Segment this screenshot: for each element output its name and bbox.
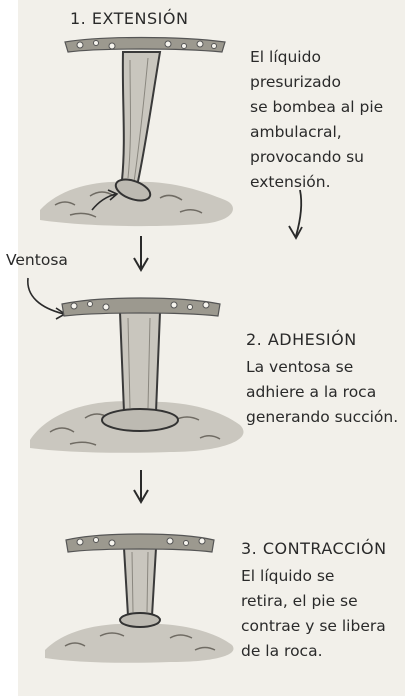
step2-description: La ventosa se adhiere a la roca generand…	[246, 358, 399, 426]
step2-body-surface	[61, 297, 221, 317]
step1-description: El líquido presurizado se bombea al pie …	[250, 48, 384, 191]
step1-flow-arrow	[295, 189, 303, 237]
step3-tube-shading	[131, 551, 149, 613]
step2-illustration	[30, 297, 244, 453]
arrow-step2-to-step3	[133, 470, 149, 504]
step1-tube-shading	[127, 57, 149, 183]
arrow-step1-to-step2	[133, 236, 149, 272]
step1-title: 1. EXTENSIÓN	[70, 9, 189, 28]
step1-sucker	[114, 178, 152, 202]
step2-sucker	[101, 408, 179, 432]
step1-tube-foot	[120, 51, 162, 188]
step2-rock-texture	[49, 413, 221, 446]
paper-background	[18, 0, 405, 696]
step1-sucker-arrow	[91, 193, 117, 211]
ventosa-callout-line	[27, 277, 65, 315]
step3-rock-texture	[64, 632, 216, 651]
step3-sucker	[119, 612, 161, 628]
step2-title: 2. ADHESIÓN	[246, 330, 357, 349]
step1-rock-texture	[54, 191, 203, 218]
step2-tube-foot	[118, 311, 162, 413]
step3-illustration	[45, 533, 234, 663]
step3-title: 3. CONTRACCIÓN	[241, 539, 387, 558]
step1-rock	[40, 181, 233, 227]
step1-illustration	[40, 36, 303, 240]
step3-description: El líquido se retira, el pie se contrae …	[241, 567, 386, 660]
step2-tube-shading	[127, 317, 151, 409]
step3-rock	[45, 623, 234, 663]
step3-tube-foot	[122, 547, 158, 617]
step3-body-surface	[65, 533, 215, 553]
ventosa-label: Ventosa	[6, 251, 68, 269]
